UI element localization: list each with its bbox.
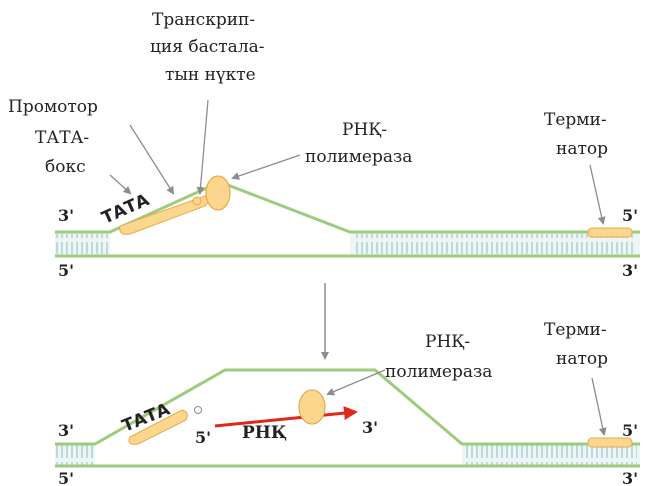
label-rna-polymerase-bottom-line1: РНҚ- xyxy=(425,332,470,352)
end-left-top-strand1: 3' xyxy=(58,206,74,225)
pointer-terminator-bottom xyxy=(591,377,607,436)
rna-3-end: 3' xyxy=(362,418,378,437)
end-right-top-strand1: 5' xyxy=(622,206,638,225)
pointer-promoter xyxy=(129,124,175,195)
end-right-top-strand2: 3' xyxy=(622,261,638,280)
pointer-terminator-top xyxy=(589,164,606,225)
rna-5-end: 5' xyxy=(195,428,211,447)
dna-duplex-left-top xyxy=(55,232,110,256)
label-transcription-start-line1: Транскрип- xyxy=(152,10,255,30)
terminator-top xyxy=(587,227,633,238)
label-transcription-start-line2: ция бастала- xyxy=(150,37,265,57)
label-tata-box-line1: ТАТА- xyxy=(35,128,89,148)
dna-duplex-right-bottom xyxy=(462,444,640,466)
label-rna-polymerase-top-line1: РНҚ- xyxy=(342,120,387,140)
terminator-bottom xyxy=(587,437,633,448)
label-rna: РНҚ xyxy=(242,423,287,443)
label-transcription-start-line3: тын нүкте xyxy=(165,65,256,85)
rna-polymerase-bottom xyxy=(298,389,326,425)
end-left-bottom-strand1: 3' xyxy=(58,421,74,440)
pointer-transcription-start xyxy=(196,99,209,195)
end-left-top-strand2: 5' xyxy=(58,261,74,280)
rna-transcript xyxy=(214,406,358,428)
end-left-bottom-strand2: 5' xyxy=(58,469,74,486)
label-terminator-top-line1: Терми- xyxy=(544,110,607,130)
label-promoter: Промотор xyxy=(8,97,98,117)
promoter-protein-bottom xyxy=(128,409,188,445)
label-terminator-bottom-line2: натор xyxy=(556,349,608,369)
start-point-marker-bottom xyxy=(194,406,202,414)
panel-bottom: ТАТА РНҚ- полимераза Терми- натор РНҚ 5'… xyxy=(55,320,640,486)
coding-strand-bottom xyxy=(55,368,640,446)
end-right-bottom-strand1: 5' xyxy=(622,421,638,440)
pointer-rna-polymerase-top xyxy=(231,154,301,180)
panel-top: ТАТА Транскрип- ция бастала- тын нүкте П… xyxy=(8,10,640,280)
rna-polymerase-top xyxy=(205,175,231,211)
label-terminator-top-line2: натор xyxy=(556,139,608,159)
end-right-bottom-strand2: 3' xyxy=(622,469,638,486)
start-point-marker xyxy=(192,196,202,206)
label-tata-box-line2: бокс xyxy=(45,157,86,177)
dna-duplex-left-bottom xyxy=(55,444,95,466)
pointer-tata-box xyxy=(109,174,132,195)
label-rna-polymerase-bottom-line2: полимераза xyxy=(385,362,492,382)
label-terminator-bottom-line1: Терми- xyxy=(544,320,607,340)
pointer-rna-polymerase-bottom xyxy=(326,369,386,396)
label-rna-polymerase-top-line2: полимераза xyxy=(305,147,412,167)
